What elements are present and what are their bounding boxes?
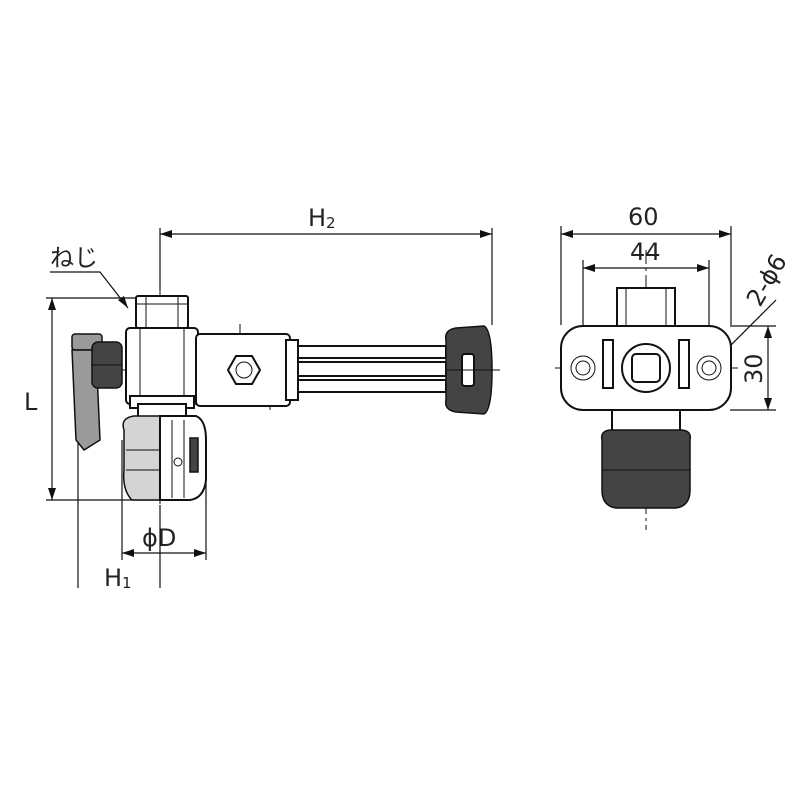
front-view: 60 44 30 2-ϕ6 [555, 203, 793, 530]
right-mount-hole [696, 355, 722, 381]
thread-callout: ねじ [50, 244, 129, 309]
front-nipple [616, 287, 676, 329]
flange-plate [560, 325, 732, 411]
hole-spec-label: 2-ϕ6 [741, 249, 793, 311]
hex-bolt-icon [226, 355, 262, 385]
dim-30-label: 30 [740, 353, 768, 384]
dim-44-label: 44 [630, 238, 661, 266]
dim-60: 60 [560, 203, 732, 325]
threaded-nipple [135, 295, 189, 329]
side-view: H 2 ねじ L ϕD [24, 204, 500, 592]
horizontal-pipes [297, 345, 447, 393]
lower-joint [122, 403, 207, 501]
thread-label: ねじ [50, 244, 98, 272]
dim-30: 30 [730, 325, 776, 411]
h1-dimension: H 1 [77, 440, 161, 592]
dim-60-label: 60 [628, 203, 659, 231]
h1-label: H [104, 564, 122, 592]
end-cap [444, 325, 493, 415]
mounting-block [195, 324, 299, 410]
h2-subscript: 2 [326, 214, 336, 232]
valve-body [125, 327, 199, 409]
h2-dimension: H 2 [159, 204, 493, 325]
h2-label: H [308, 204, 326, 232]
left-mount-hole [570, 355, 596, 381]
phid-label: ϕD [142, 524, 176, 552]
phid-dimension: ϕD [121, 440, 207, 560]
l-label: L [24, 388, 38, 416]
left-slot [602, 339, 614, 389]
right-slot [678, 339, 690, 389]
h1-subscript: 1 [122, 574, 132, 592]
handle-lever [71, 333, 123, 451]
front-lower-nut [600, 409, 692, 509]
